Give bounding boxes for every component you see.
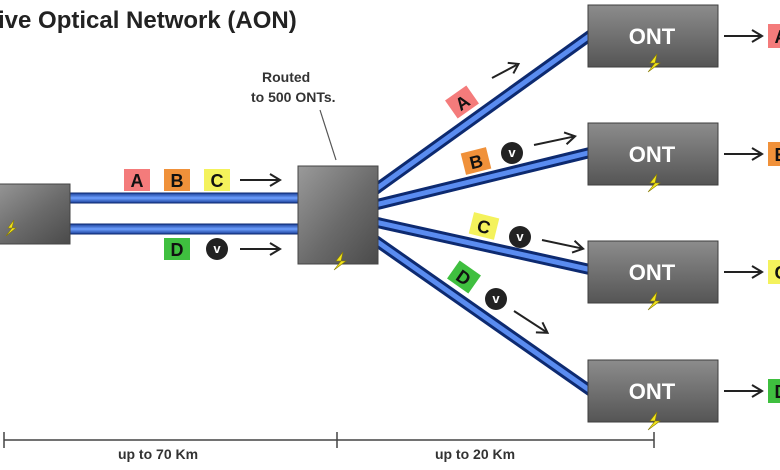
output-tag-d: D — [775, 382, 780, 402]
output-tag-c: C — [775, 263, 780, 283]
lightning-icon — [647, 53, 661, 73]
feeder-fiber-bottom — [69, 223, 301, 235]
voice-icon: v — [508, 145, 516, 160]
branch-tag-b: B — [468, 151, 485, 174]
feeder-fibers — [69, 192, 301, 235]
ont-3: ONT C — [587, 240, 780, 311]
voice-icon: v — [213, 241, 221, 256]
lightning-icon — [333, 251, 347, 271]
distance-right: up to 20 Km — [435, 446, 515, 462]
output-tag-b: B — [775, 145, 780, 165]
distance-left: up to 70 Km — [118, 446, 198, 462]
voice-icon: v — [492, 291, 500, 306]
branch-label-1: A — [445, 61, 521, 119]
lightning-icon — [5, 219, 17, 237]
lightning-icon — [647, 411, 661, 431]
output-tag-a: A — [775, 27, 780, 47]
arrow-right-icon — [724, 384, 764, 398]
arrow-right-icon — [513, 310, 550, 334]
feeder-tag-b: B — [171, 171, 184, 191]
diagram-title: ive Optical Network (AON) — [0, 7, 297, 34]
arrow-right-icon — [240, 242, 282, 256]
distance-scale: up to 70 Km up to 20 Km — [3, 432, 655, 462]
arrow-right-icon — [541, 239, 585, 254]
branch-tag-c: C — [475, 216, 492, 239]
feeder-fiber-top — [69, 192, 301, 204]
arrow-right-icon — [724, 265, 764, 279]
feeder-tag-c: C — [211, 171, 224, 191]
arrow-right-icon — [724, 29, 764, 43]
ont-label: ONT — [629, 24, 676, 49]
arrow-right-icon — [240, 173, 282, 187]
feeder-labels-bottom: D v — [164, 238, 282, 260]
feeder-tag-d: D — [171, 240, 184, 260]
feeder-tag-a: A — [131, 171, 144, 191]
routed-note-line-1: Routed — [262, 69, 310, 85]
branch-fibers — [368, 29, 596, 397]
branch-label-3: C v — [468, 212, 585, 254]
ont-2: ONT B — [587, 122, 780, 193]
ont-label: ONT — [629, 260, 676, 285]
ont-label: ONT — [629, 379, 676, 404]
ont-1: ONT A — [587, 4, 780, 73]
arrow-right-icon — [724, 147, 764, 161]
routed-note: Routed to 500 ONTs. — [251, 69, 337, 161]
lightning-icon — [647, 291, 661, 311]
branch-label-4: D v — [447, 260, 550, 334]
arrow-right-icon — [533, 131, 577, 146]
routed-note-line-2: to 500 ONTs. — [251, 89, 336, 105]
active-switch — [297, 165, 379, 271]
ont-4: ONT D — [587, 359, 780, 431]
central-office-box — [0, 183, 71, 245]
voice-icon: v — [516, 229, 524, 244]
lightning-icon — [647, 173, 661, 193]
ont-label: ONT — [629, 142, 676, 167]
branch-label-2: B v — [460, 131, 577, 175]
feeder-labels-top: A B C — [124, 169, 282, 191]
arrow-right-icon — [491, 61, 521, 79]
